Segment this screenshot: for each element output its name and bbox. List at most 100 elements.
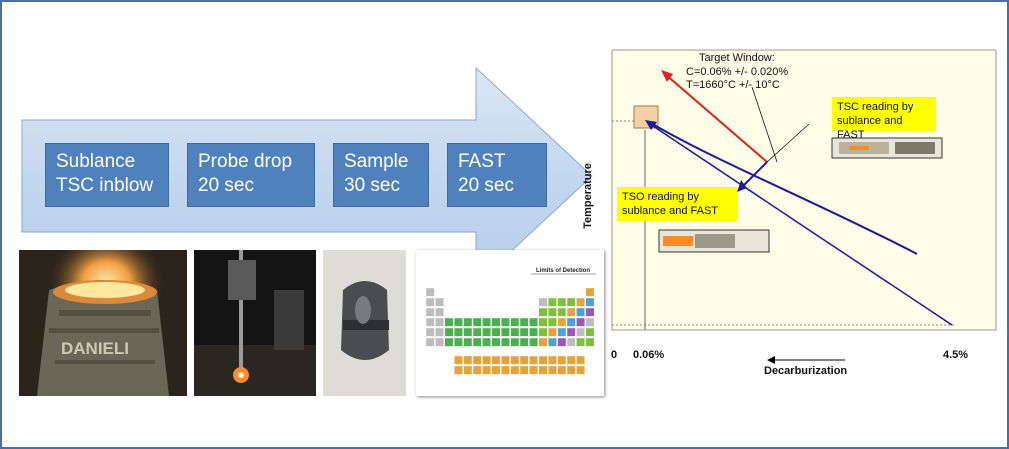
tso-callout: TSO reading by sublance and FAST — [617, 187, 737, 221]
element-cell — [538, 327, 548, 337]
element-cell — [491, 355, 501, 365]
step-probe-line2: 20 sec — [198, 175, 254, 196]
step-fast: FAST 20 sec — [447, 143, 547, 207]
step-fast-line2: 20 sec — [458, 175, 514, 196]
element-cell — [454, 317, 463, 327]
tso-probe-drawing — [658, 229, 770, 253]
element-cell — [538, 337, 548, 347]
element-cell — [547, 337, 557, 347]
element-cell — [435, 337, 444, 347]
converter-photo: DANIELI — [19, 250, 187, 396]
element-cell — [454, 327, 463, 337]
element-cell — [482, 327, 492, 337]
element-cell — [576, 337, 585, 347]
element-cell — [566, 337, 576, 347]
element-cell — [444, 317, 454, 327]
element-cell — [491, 327, 501, 337]
element-cell — [519, 355, 529, 365]
tso-callout-line2: sublance and FAST — [622, 205, 719, 217]
element-cell — [463, 337, 473, 347]
element-cell — [585, 307, 595, 317]
element-cell — [566, 317, 576, 327]
tso-callout-line1: TSO reading by — [622, 191, 700, 203]
tsc-blue-curve — [648, 121, 918, 255]
step-fast-line1: FAST — [458, 151, 506, 172]
element-cell — [529, 337, 539, 347]
element-cell — [529, 365, 539, 375]
element-cell — [585, 297, 595, 307]
element-cell — [444, 327, 454, 337]
x-tick-4-5: 4.5% — [943, 349, 969, 361]
target-temp-label: T=1660°C +/- 10°C — [686, 79, 780, 91]
element-cell — [500, 365, 510, 375]
element-cell — [566, 307, 576, 317]
step-sublance-line2: TSC inblow — [56, 175, 154, 196]
element-cell — [425, 317, 435, 327]
element-cell — [557, 297, 567, 307]
element-cell — [510, 337, 520, 347]
element-cell — [519, 327, 529, 337]
danieli-text: DANIELI — [61, 339, 129, 358]
element-cell — [491, 365, 501, 375]
element-cell — [491, 337, 501, 347]
element-cell — [566, 355, 576, 365]
step-sublance-line1: Sublance — [56, 151, 136, 172]
limits-of-detection-title: Limits of Detection — [536, 268, 590, 274]
element-cell — [435, 327, 444, 337]
element-cell — [500, 317, 510, 327]
element-cell — [463, 327, 473, 337]
element-cell — [472, 355, 482, 365]
element-cell — [576, 317, 585, 327]
element-cell — [576, 297, 585, 307]
y-axis-label: Temperature — [581, 163, 594, 229]
element-cell — [482, 365, 492, 375]
element-cell — [547, 355, 557, 365]
element-cell — [472, 317, 482, 327]
element-cell — [547, 317, 557, 327]
element-cell — [472, 327, 482, 337]
element-cell — [500, 327, 510, 337]
element-cell — [547, 297, 557, 307]
element-cell — [482, 355, 492, 365]
element-cell — [435, 297, 444, 307]
target-window-title: Target Window: — [699, 52, 775, 64]
element-cell — [538, 365, 548, 375]
element-cell — [519, 365, 529, 375]
element-cell — [500, 337, 510, 347]
element-cell — [538, 317, 548, 327]
element-cell — [463, 365, 473, 375]
element-cell — [519, 317, 529, 327]
red-target-curve — [664, 73, 768, 163]
element-cell — [425, 287, 435, 297]
element-cell — [510, 365, 520, 375]
element-cell — [463, 355, 473, 365]
element-cell — [425, 307, 435, 317]
element-cell — [491, 317, 501, 327]
element-cell — [585, 327, 595, 337]
step-sample-line1: Sample — [344, 151, 409, 172]
step-sample-line2: 30 sec — [344, 175, 400, 196]
step-probe-line1: Probe drop — [198, 151, 293, 172]
element-cell — [585, 317, 595, 327]
element-cell — [510, 327, 520, 337]
element-cell — [557, 307, 567, 317]
element-cell — [454, 355, 463, 365]
tsc-callout: TSC reading by sublance and FAST — [832, 97, 936, 141]
element-cell — [557, 327, 567, 337]
element-cell — [472, 365, 482, 375]
element-cell — [576, 327, 585, 337]
decarburization-chart: Target Window: C=0.06% +/- 0.020% T=1660… — [577, 42, 1002, 387]
element-cell — [538, 307, 548, 317]
element-cell — [547, 365, 557, 375]
element-cell — [454, 337, 463, 347]
element-cell — [547, 327, 557, 337]
element-cell — [425, 337, 435, 347]
periodic-table-image: Limits of Detection — [416, 250, 604, 396]
step-sublance: Sublance TSC inblow — [45, 143, 169, 207]
element-cell — [435, 307, 444, 317]
element-cell — [500, 355, 510, 365]
x-tick-zero: 0 — [611, 349, 618, 361]
step-probe-drop: Probe drop 20 sec — [187, 143, 315, 207]
tsc-probe-drawing — [831, 137, 943, 159]
element-cell — [425, 327, 435, 337]
